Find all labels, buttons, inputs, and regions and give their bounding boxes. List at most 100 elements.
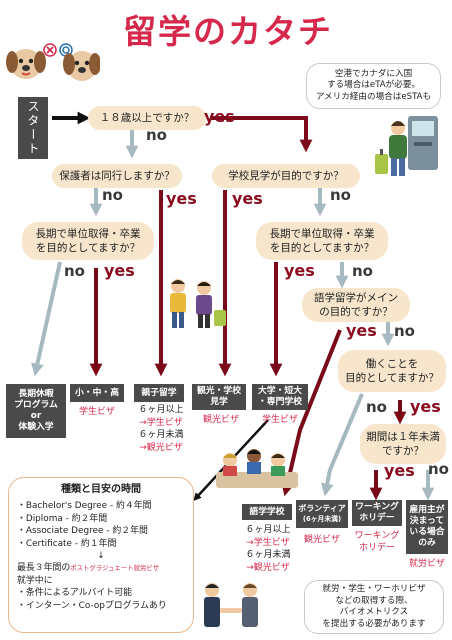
- question-line: 働くことを: [365, 358, 419, 370]
- question-line: 期間は１年未満: [366, 431, 440, 443]
- info-item: ・Certificate - 約１年間: [17, 538, 117, 549]
- info-heading: 種類と目安の時間: [61, 484, 141, 495]
- question-line: を目的としてますか？: [35, 242, 141, 254]
- question-line: を目的としてますか？: [269, 242, 375, 254]
- result-line: 大学・短大: [258, 386, 302, 396]
- visa-line: ホリデー: [358, 543, 395, 553]
- dog-right-icon: [63, 51, 100, 81]
- question-age: １８歳以上ですか？: [88, 106, 206, 130]
- tour-visa: 観光ビザ: [202, 415, 239, 425]
- info-item: ・Bachelor's Degree - 約４年間: [17, 501, 152, 512]
- parent-note-line: →観光ビザ: [139, 442, 183, 453]
- eta-note: 空港でカナダに入国 する場合はeTAが必要。 アメリカ経由の場合はeSTAも: [306, 63, 441, 109]
- yes-label: yes: [232, 189, 263, 208]
- biometrics-note: 就労・学生・ワーホリビザ などの取得する際、 バイオメトリクス を提出する必要が…: [304, 580, 444, 634]
- question-line: 長期で単位取得・卒業: [35, 228, 141, 240]
- result-line: 長期休暇: [18, 389, 54, 399]
- result-parent: 親子留学: [134, 384, 184, 402]
- question-line: の目的ですか？: [319, 306, 393, 318]
- result-long-break: 長期休暇 プログラム or 体験入学: [6, 384, 66, 438]
- program-info-box: 種類と目安の時間 ・Bachelor's Degree - 約４年間 ・Dipl…: [8, 477, 194, 633]
- no-label: no: [352, 262, 373, 280]
- result-line: or: [30, 411, 42, 421]
- classroom-illustration: [216, 449, 298, 488]
- question-language: 語学留学がメイン の目的ですか？: [302, 288, 410, 322]
- info-condition: ・インターン・Co-opプログラムあり: [17, 600, 167, 611]
- info-pg-prefix: 最長３年間の: [17, 563, 71, 574]
- result-line: いる場合: [409, 527, 445, 537]
- students-illustration: [170, 279, 226, 328]
- biometrics-note-line: を提出する必要があります: [322, 618, 426, 629]
- result-tour: 観光・学校 見学: [192, 384, 246, 410]
- result-employer: 雇用主が 決まって いる場合 のみ: [406, 500, 448, 554]
- question-work: 働くことを 目的としてますか？: [338, 350, 446, 392]
- eta-note-line: 空港でカナダに入国: [334, 68, 413, 79]
- no-label: no: [394, 322, 415, 340]
- question-line: 目的としてますか？: [345, 372, 439, 384]
- no-label: no: [64, 262, 85, 280]
- question-credit-right: 長期で単位取得・卒業 を目的としてますか？: [256, 222, 388, 260]
- question-credit-left: 長期で単位取得・卒業 を目的としてますか？: [22, 222, 154, 260]
- employer-visa: 就労ビザ: [408, 559, 445, 569]
- result-line: (6ヶ月未満): [302, 515, 342, 523]
- lang-note-line: ６ヶ月以上: [245, 525, 291, 535]
- result-line: 体験入学: [18, 422, 54, 432]
- no-label: no: [366, 398, 387, 416]
- result-line: プログラム: [14, 400, 58, 410]
- no-label: no: [330, 186, 351, 204]
- result-line: 雇用主が: [409, 505, 445, 515]
- result-line: のみ: [418, 538, 436, 548]
- info-item: ・Diploma - 約２年間: [17, 513, 108, 524]
- result-line: 決まって: [409, 516, 445, 526]
- lang-note-line: ６ヶ月未満: [245, 550, 291, 560]
- result-line: ホリデー: [359, 513, 395, 523]
- volunteer-visa: 観光ビザ: [303, 535, 340, 545]
- parent-visa-notes: ６ヶ月以上 →学生ビザ ６ヶ月未満 →観光ビザ: [130, 404, 192, 454]
- yes-label: yes: [410, 397, 441, 416]
- result-working-holiday: ワーキング ホリデー: [352, 500, 402, 526]
- yes-label: yes: [384, 461, 415, 480]
- biometrics-note-line: 就労・学生・ワーホリビザ: [322, 584, 426, 594]
- yes-label: yes: [166, 189, 197, 208]
- lang-note-line: →観光ビザ: [246, 562, 290, 573]
- lang-note-line: →学生ビザ: [246, 537, 290, 548]
- no-label: no: [428, 460, 449, 478]
- question-line: ですか？: [382, 445, 424, 457]
- working-holiday-visa: ワーキング ホリデー: [350, 530, 404, 554]
- question-guardian: 保護者は同行しますか？: [52, 164, 182, 188]
- cross-sign-icon: [43, 43, 57, 57]
- eta-note-line: アメリカ経由の場合はeSTAも: [315, 91, 432, 102]
- language-visa-notes: ６ヶ月以上 →学生ビザ ６ヶ月未満 →観光ビザ: [236, 524, 300, 574]
- info-arrow: ↓: [97, 551, 105, 562]
- info-pg-line: 最長３年間のポストグラジュエート就労ビザ: [17, 562, 185, 574]
- handshake-illustration: [204, 583, 258, 627]
- info-condition: ・条件によるアルバイト可能: [17, 588, 133, 599]
- result-line: 観光・学校: [197, 386, 241, 396]
- result-line: ・専門学校: [258, 397, 302, 407]
- parent-note-line: ６ヶ月以上: [138, 405, 184, 415]
- result-language-school: 語学学校: [242, 504, 292, 520]
- question-period: 期間は１年未満 ですか？: [360, 424, 446, 464]
- result-line: ワーキング: [355, 502, 399, 512]
- biometrics-note-line: などの取得する際、: [335, 595, 413, 606]
- dogs-illustration: [6, 43, 100, 81]
- no-label: no: [102, 186, 123, 204]
- visa-line: ワーキング: [354, 531, 400, 541]
- yes-label: yes: [346, 321, 377, 340]
- result-line: ボランティア: [298, 504, 346, 513]
- parent-note-line: →学生ビザ: [139, 417, 183, 428]
- question-line: 長期で単位取得・卒業: [269, 228, 375, 240]
- result-volunteer: ボランティア (6ヶ月未満): [296, 500, 348, 528]
- traveler-kiosk-illustration: [375, 116, 438, 176]
- start-label: スタート: [18, 97, 48, 159]
- biometrics-note-line: バイオメトリクス: [339, 607, 409, 617]
- yes-label: yes: [104, 261, 135, 280]
- result-university: 大学・短大 ・専門学校: [252, 384, 308, 410]
- yes-label: yes: [284, 261, 315, 280]
- question-line: 語学留学がメイン: [314, 292, 398, 304]
- info-during: 就学中に: [17, 575, 53, 586]
- page-title: 留学のカタチ: [123, 12, 333, 51]
- info-pg-visa: ポストグラジュエート就労ビザ: [70, 564, 160, 573]
- question-tour: 学校見学が目的ですか？: [212, 164, 360, 188]
